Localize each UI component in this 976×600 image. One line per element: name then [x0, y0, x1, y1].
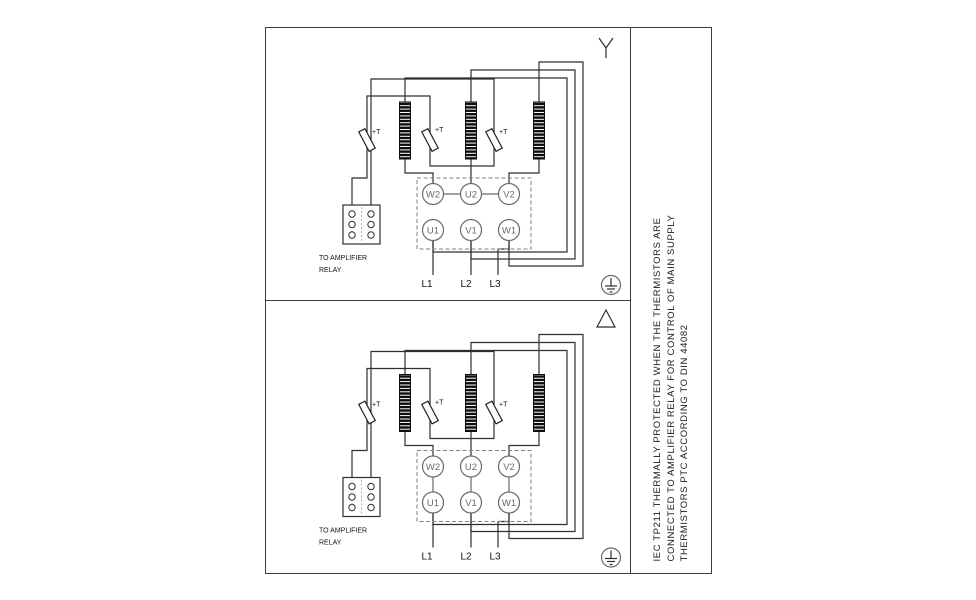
wiring-diagram-canvas: +T +T +T W2 U2 V2 U1 V1 W1: [266, 28, 631, 573]
side-note-line: CONNECTED TO AMPLIFIER RELAY FOR CONTROL…: [665, 214, 677, 562]
star-connection-panel: [318, 61, 622, 296]
side-note-column: IEC TP211 THERMALLY PROTECTED WHEN THE T…: [631, 28, 711, 573]
side-note-line: IEC TP211 THERMALLY PROTECTED WHEN THE T…: [651, 217, 663, 562]
delta-connection-icon: [596, 308, 616, 328]
side-note-line: THERMISTORS PTC ACCORDING TO DIN 44082: [678, 324, 690, 562]
delta-connection-panel: [318, 333, 622, 568]
delta-terminal-links: [432, 477, 510, 492]
star-connection-icon: [598, 37, 614, 58]
side-note-text: IEC TP211 THERMALLY PROTECTED WHEN THE T…: [651, 214, 692, 561]
diagram-frame: +T +T +T W2 U2 V2 U1 V1 W1: [265, 27, 712, 574]
